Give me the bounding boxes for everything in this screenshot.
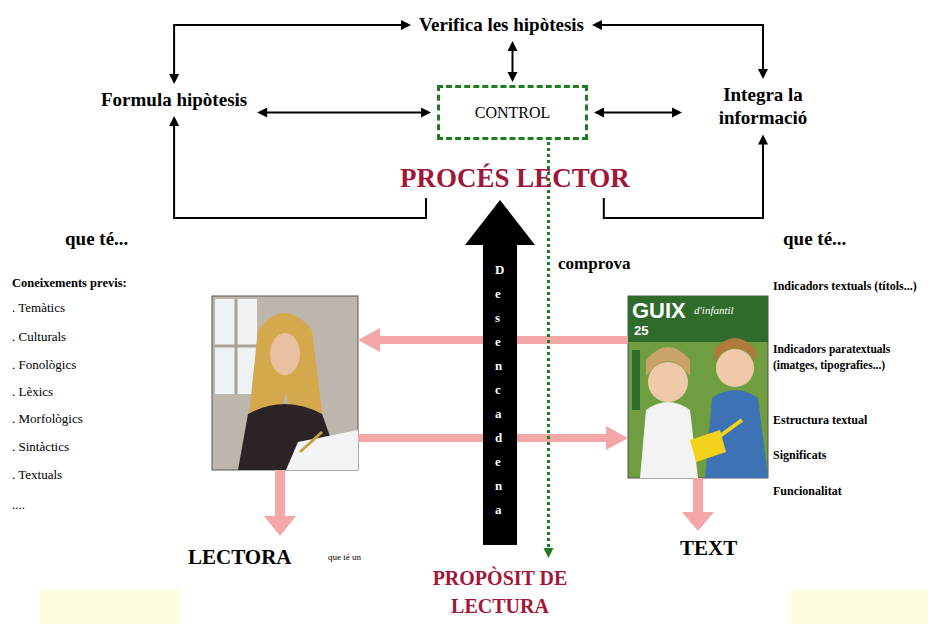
reader-photo <box>212 296 358 470</box>
list-item: Significats <box>773 448 826 463</box>
arrow-head <box>594 108 604 118</box>
connector-line <box>547 142 550 551</box>
node-text: Formula hipòtesis <box>101 89 247 111</box>
arrow-head <box>169 74 179 84</box>
list-item: Funcionalitat <box>773 484 842 499</box>
list-item: . Culturals <box>12 329 66 345</box>
process-title: PROCÉS LECTOR <box>396 161 634 196</box>
purpose-text: PROPÒSIT DE LECTURA <box>405 562 595 622</box>
list-item: . Morfològics <box>12 411 83 427</box>
connector-line <box>264 112 424 114</box>
arrow-head <box>544 548 554 558</box>
yellow-patch <box>40 590 180 624</box>
small-note: que té un <box>328 552 361 562</box>
step-text: Verifica les hipòtesis <box>415 12 588 38</box>
arrow-shape <box>465 200 535 545</box>
arrow-head <box>401 20 411 30</box>
connector-text: que té... <box>65 228 128 250</box>
node-text: Integra la informació <box>692 84 834 130</box>
role-label: LECTORA <box>188 545 291 570</box>
node-text: Verifica les hipòtesis <box>419 14 584 36</box>
arrow-head <box>592 20 602 30</box>
connector <box>594 108 682 118</box>
arrow-head <box>257 108 267 118</box>
connector <box>257 108 431 118</box>
step-text: Integra la informació <box>688 82 838 132</box>
arrow-head <box>508 72 518 82</box>
connector-text: que té... <box>783 228 846 250</box>
arrow-head <box>421 108 431 118</box>
list-item: Indicadors textuals (títols...) <box>773 278 923 294</box>
arrow-head <box>758 69 768 79</box>
list-item: . Sintàctics <box>12 439 69 455</box>
node-text: PROPÒSIT DE LECTURA <box>409 564 591 620</box>
arrow-head <box>758 135 768 145</box>
connector-line <box>512 48 514 75</box>
arrow-head <box>169 116 179 126</box>
connector <box>169 20 411 84</box>
list-item: Indicadors paratextuals (imatges, tipogr… <box>773 341 931 373</box>
arrow-fill <box>465 200 535 545</box>
edge-label: comprova <box>556 254 632 274</box>
cover-title: GUIX <box>632 298 686 324</box>
list-item: . Textuals <box>12 467 62 483</box>
arrow-head <box>672 108 682 118</box>
list-item: . Fonològics <box>12 357 76 373</box>
role-label: TEXT <box>680 536 737 561</box>
cover-subtitle: d'infantil <box>694 304 734 316</box>
connector-line <box>174 123 426 218</box>
arrow-head <box>508 41 518 51</box>
connector-line <box>601 112 675 114</box>
cover-number: 25 <box>634 323 648 338</box>
list-item: . Lèxics <box>12 384 53 400</box>
node-text: CONTROL <box>475 104 551 122</box>
connector-line <box>599 25 763 72</box>
magazine-cover <box>628 296 768 478</box>
control-box: CONTROL <box>437 85 588 140</box>
list-item: Estructura textual <box>773 413 867 428</box>
list-item: . Temàtics <box>12 300 65 316</box>
yellow-patch <box>790 590 928 624</box>
connector <box>508 41 518 82</box>
connector <box>544 142 554 558</box>
node-text: PROCÉS LECTOR <box>400 163 630 194</box>
connector <box>592 20 768 79</box>
step-text: Formula hipòtesis <box>97 87 251 113</box>
trigger-arrow: Desencadena <box>465 200 535 545</box>
list-item: .... <box>12 497 25 513</box>
connector <box>169 116 426 218</box>
list-heading: Coneixements previs: <box>12 276 127 291</box>
vertical-word: Desencadena <box>495 258 497 522</box>
connector-line <box>174 25 404 77</box>
